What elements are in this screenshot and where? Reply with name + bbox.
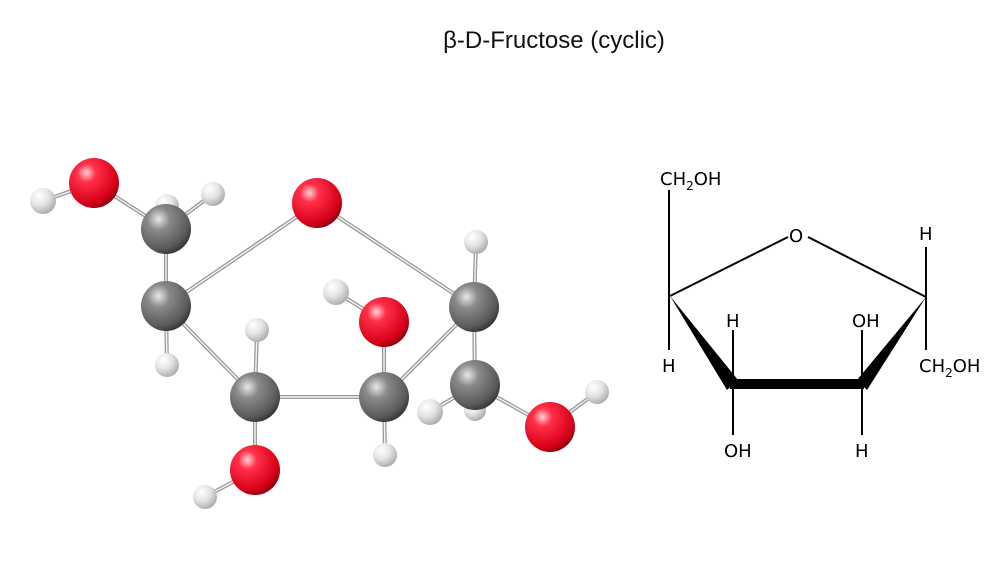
hydrogen-atom [323, 279, 349, 305]
bond [316, 202, 475, 308]
oxygen-atom [292, 178, 342, 228]
wedge-bond-left [670, 296, 738, 390]
hydrogen-atom [464, 230, 488, 254]
hydrogen-atom [373, 443, 397, 467]
c3-top-h: H [726, 311, 740, 332]
ch2oh-top-left: CH2OH [660, 169, 721, 193]
hydrogen-atom [155, 353, 179, 377]
c4-top-oh: OH [852, 311, 880, 332]
carbon-atom [449, 282, 499, 332]
carbon-atom [141, 204, 191, 254]
carbon-atom [450, 360, 500, 410]
hydrogen-atom [30, 188, 56, 214]
ring-bonds [668, 190, 927, 435]
c3-bottom-oh: OH [724, 441, 752, 462]
hydrogen-atom [417, 399, 443, 425]
h-left: H [662, 356, 676, 377]
hydrogen-atom [193, 485, 217, 509]
c4-bottom-h: H [855, 441, 869, 462]
oxygen-atom [69, 158, 119, 208]
carbon-atom [230, 372, 280, 422]
hydrogen-atom [585, 380, 609, 404]
hydrogen-atom [201, 182, 225, 206]
diagram-title: β-D-Fructose (cyclic) [443, 27, 665, 54]
carbon-atom [141, 281, 191, 331]
wedge-bond-right [857, 297, 926, 390]
oxygen-atom [230, 445, 280, 495]
hydrogen-atom [245, 318, 269, 342]
ch2oh-right: CH2OH [919, 356, 980, 380]
ring-oxygen-label: O [789, 226, 803, 247]
bold-bond-front [730, 379, 864, 389]
oxygen-atom [359, 297, 409, 347]
h-top-right: H [919, 224, 933, 245]
carbon-atom [359, 372, 409, 422]
bond [165, 202, 318, 307]
atoms [30, 158, 609, 509]
oxygen-atom [525, 402, 575, 452]
